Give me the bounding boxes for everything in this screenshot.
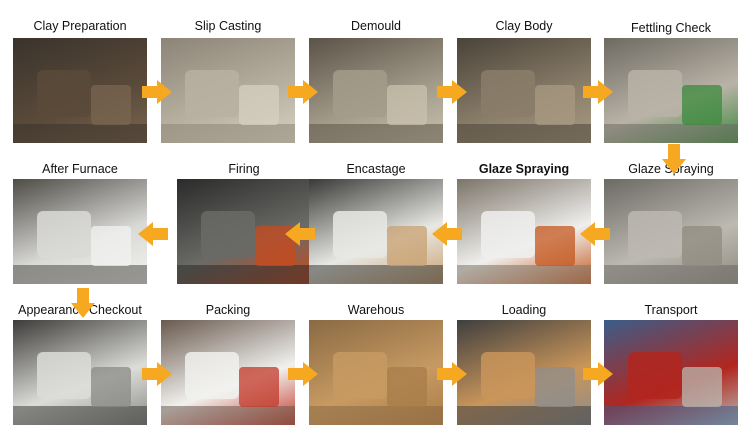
step-label: Fettling Check [631,21,711,35]
arrow-right-icon [583,362,613,386]
step-label: Packing [205,303,251,317]
arrow-right-icon [583,80,613,104]
arrow-left-icon [432,222,462,246]
step-label: Clay Preparation [33,19,127,33]
arrow-right-icon [288,362,318,386]
arrow-left-icon [285,222,315,246]
photo-packing [161,320,295,425]
photo-slip-casting [161,38,295,143]
arrow-right-icon [142,362,172,386]
step-label: Transport [644,303,698,317]
photo-transport [604,320,738,425]
step-label: Demould [350,19,402,33]
photo-warehous [309,320,443,425]
photo-clay-preparation [13,38,147,143]
step-label: Clay Body [495,19,553,33]
photo-fettling-check [604,38,738,143]
arrow-right-icon [142,80,172,104]
arrow-right-icon [288,80,318,104]
step-label: Firing [228,162,260,176]
arrow-left-icon [138,222,168,246]
photo-after-furnace [13,179,147,284]
photo-glaze-spraying-2 [604,179,738,284]
photo-appearance-checkout [13,320,147,425]
step-label: Slip Casting [194,19,262,33]
arrow-down-icon [662,144,686,174]
step-label: Glaze Spraying [478,162,570,176]
photo-loading [457,320,591,425]
photo-clay-body [457,38,591,143]
arrow-down-icon [71,288,95,318]
photo-demould [309,38,443,143]
arrow-right-icon [437,362,467,386]
photo-glaze-spraying-1 [457,179,591,284]
step-label: Loading [501,303,547,317]
photo-encastage [309,179,443,284]
arrow-right-icon [437,80,467,104]
step-label: Encastage [346,162,406,176]
arrow-left-icon [580,222,610,246]
step-label: Warehous [347,303,405,317]
step-label: After Furnace [42,162,118,176]
